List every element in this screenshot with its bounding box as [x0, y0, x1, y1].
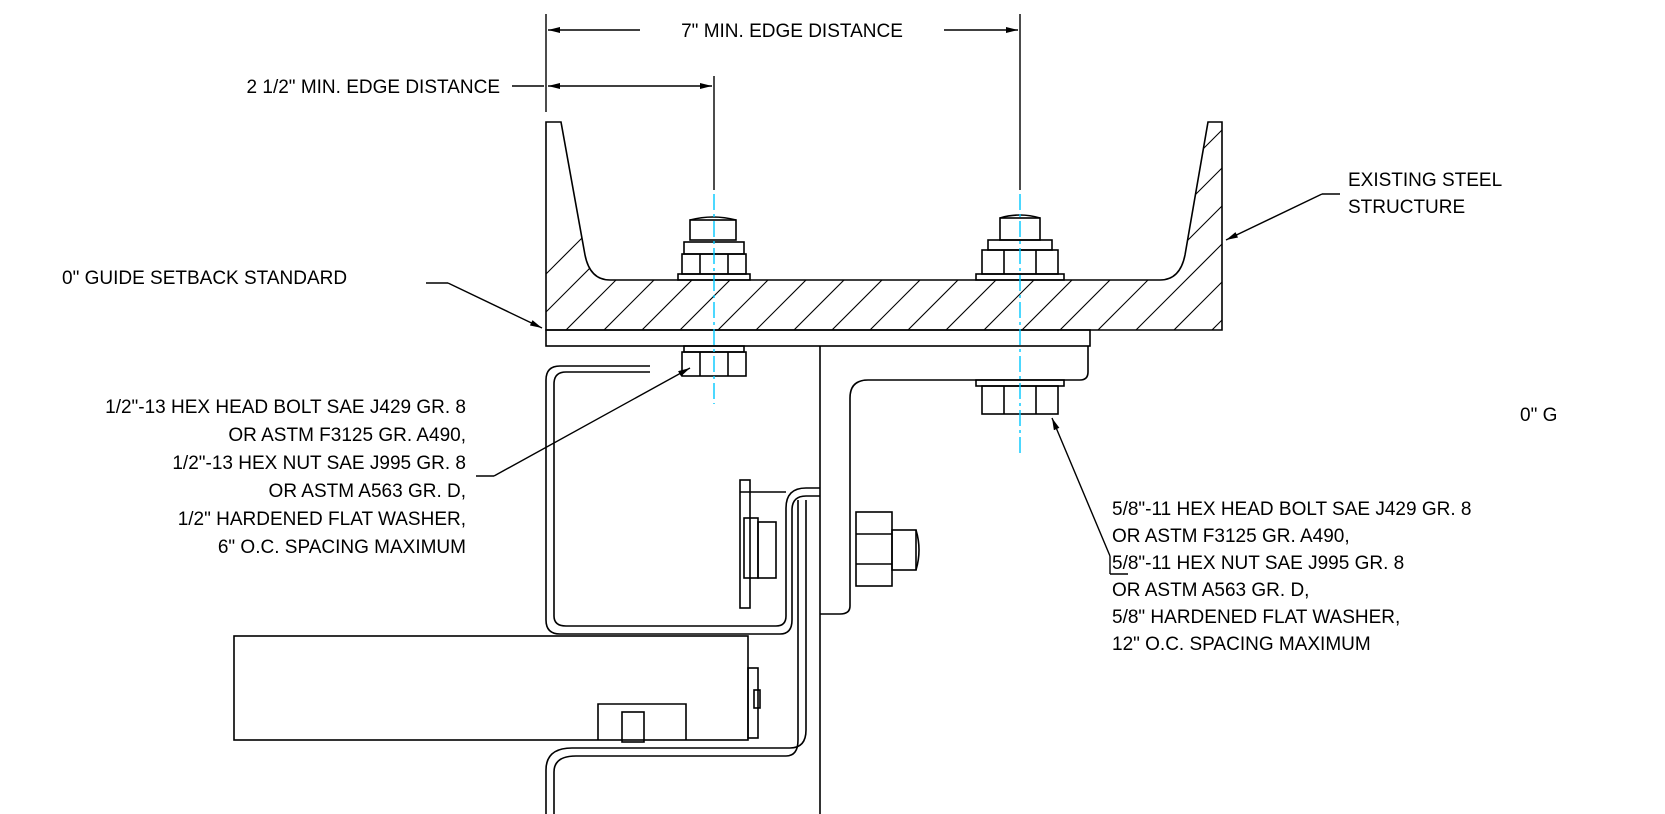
half-inch-bolt-callout: 1/2"-13 HEX HEAD BOLT SAE J429 GR. 8 OR … [105, 367, 691, 558]
five-eighth-bolt-callout: 5/8"-11 HEX HEAD BOLT SAE J429 GR. 8 OR … [1051, 417, 1471, 655]
five-eighth-bolt-note-line4: OR ASTM A563 GR. D, [1112, 580, 1309, 601]
section-hatch-line [973, 122, 1205, 330]
half-bolt-note-line2: OR ASTM F3125 GR. A490, [228, 425, 466, 446]
section-hatch-line [707, 122, 939, 330]
section-hatch-line [859, 122, 1091, 330]
existing-steel-label-line2: STRUCTURE [1348, 197, 1465, 218]
half-bolt-note-line3: 1/2"-13 HEX NUT SAE J995 GR. 8 [172, 453, 466, 474]
section-hatch-line [1011, 122, 1222, 330]
guide-setback-label: 0" GUIDE SETBACK STANDARD [62, 268, 347, 289]
section-hatch-line [1087, 122, 1222, 330]
section-hatch-line [1278, 110, 1508, 340]
section-hatch-line [555, 122, 787, 330]
section-hatch-line [1163, 122, 1222, 330]
side-bolt-assembly [739, 479, 920, 609]
half-bolt-note-line6: 6" O.C. SPACING MAXIMUM [218, 537, 466, 558]
half-bolt-note-line1: 1/2"-13 HEX HEAD BOLT SAE J429 GR. 8 [105, 397, 466, 418]
section-hatch-line [1240, 110, 1470, 340]
section-hatch-line [1201, 122, 1222, 330]
section-hatch-line [593, 122, 825, 330]
existing-steel-callout: EXISTING STEEL STRUCTURE [1225, 170, 1502, 241]
guide-setback-callout: 0" GUIDE SETBACK STANDARD [62, 268, 543, 329]
half-bolt-note-line5: 1/2" HARDENED FLAT WASHER, [178, 509, 466, 530]
five-eighth-bolt-note-line2: OR ASTM F3125 GR. A490, [1112, 526, 1350, 547]
section-hatch-line [546, 122, 711, 330]
section-hatch-line [745, 122, 977, 330]
dimension-7in-edge-distance: 7" MIN. EDGE DISTANCE [545, 14, 1021, 190]
section-hatch-line [897, 122, 1129, 330]
existing-steel-label-line1: EXISTING STEEL [1348, 170, 1502, 191]
existing-steel-channel [545, 110, 1508, 340]
section-hatch-line [783, 122, 1015, 330]
dimension-7in-label: 7" MIN. EDGE DISTANCE [681, 21, 903, 42]
dimension-2-5in-edge-distance: 2 1/2" MIN. EDGE DISTANCE [247, 76, 715, 190]
bolt-centerlines [713, 194, 1021, 454]
dimension-2-5in-label: 2 1/2" MIN. EDGE DISTANCE [247, 77, 500, 98]
section-hatch-line [1125, 122, 1222, 330]
section-hatch-line [1049, 122, 1222, 330]
five-eighth-bolt-note-line6: 12" O.C. SPACING MAXIMUM [1112, 634, 1371, 655]
section-hatch-line [669, 122, 901, 330]
section-hatch-line [935, 122, 1167, 330]
guide-bracket [545, 329, 1091, 814]
five-eighth-bolt-note-line1: 5/8"-11 HEX HEAD BOLT SAE J429 GR. 8 [1112, 499, 1471, 520]
guide-setback-cut-label: 0" G [1520, 405, 1557, 426]
half-bolt-note-line4: OR ASTM A563 GR. D, [269, 481, 466, 502]
guide-rail-panel [233, 635, 761, 743]
section-hatch-line [821, 122, 1053, 330]
five-eighth-bolt-note-line5: 5/8" HARDENED FLAT WASHER, [1112, 607, 1400, 628]
section-hatch-line [631, 122, 863, 330]
five-eighth-bolt-note-line3: 5/8"-11 HEX NUT SAE J995 GR. 8 [1112, 553, 1404, 574]
